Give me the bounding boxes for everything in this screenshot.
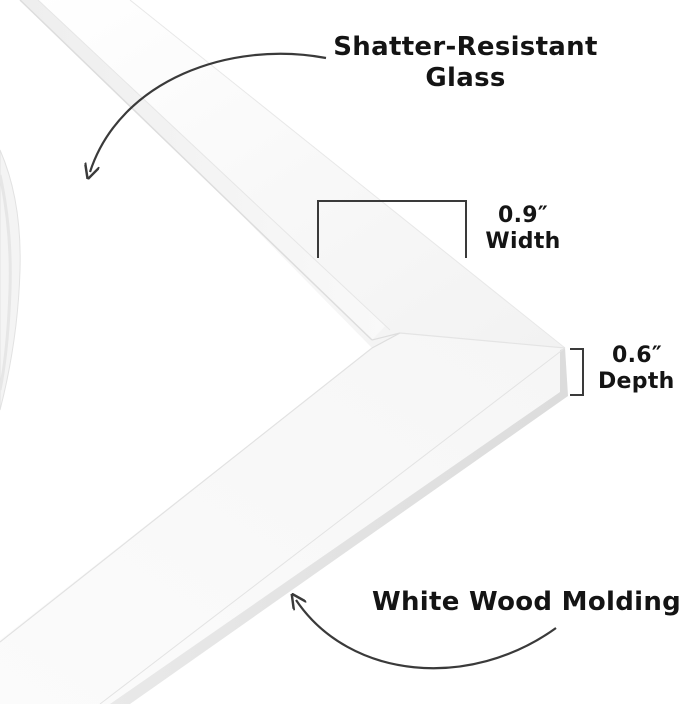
width-label: Width (485, 228, 561, 254)
glass-callout-line2: Glass (425, 62, 506, 93)
depth-label: Depth (598, 368, 675, 394)
frame-bottom-rail (0, 333, 568, 704)
frame-top-rail-bevel (20, 0, 385, 340)
molding-arrow (296, 600, 557, 670)
glass-callout-line1: Shatter-Resistant (333, 32, 598, 62)
glass-arrow (90, 52, 327, 172)
glass-callout: Shatter-Resistant Glass (318, 32, 613, 93)
molding-label: White Wood Molding (372, 587, 679, 617)
width-callout: 0.9″ Width (468, 203, 578, 255)
depth-bracket (570, 348, 584, 396)
depth-callout: 0.6″ Depth (598, 343, 679, 395)
frame-miter-joint (399, 332, 566, 349)
molding-callout: White Wood Molding (372, 587, 679, 618)
width-bracket (317, 200, 467, 258)
width-value: 0.9″ (497, 203, 548, 228)
depth-value: 0.6″ (612, 343, 663, 368)
